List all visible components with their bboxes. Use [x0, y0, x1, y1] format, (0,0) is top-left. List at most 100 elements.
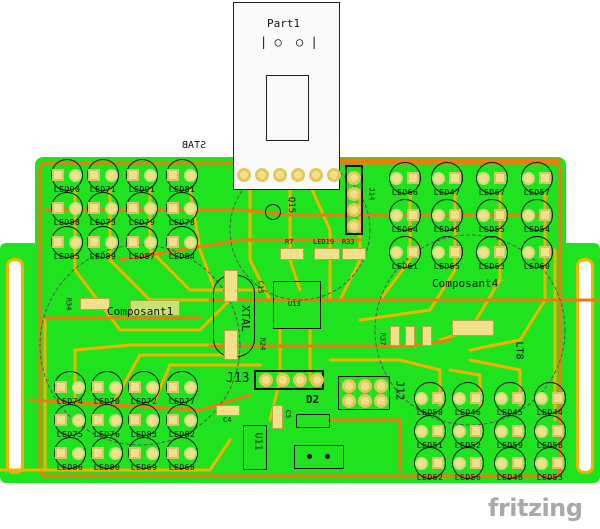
led-led47[interactable]: LED47: [425, 162, 469, 208]
led-led63[interactable]: LED63: [470, 236, 514, 282]
led-outline: [128, 404, 160, 436]
led-led76[interactable]: LED76: [85, 404, 129, 450]
q15-label: Q15: [286, 196, 297, 214]
led-led68[interactable]: LED68: [160, 437, 204, 483]
led-square-pad: [512, 457, 524, 469]
mounting-slot-right: [576, 258, 594, 474]
led-square-pad: [167, 414, 179, 426]
led-led79[interactable]: LED79: [120, 192, 164, 238]
led-label: LED65: [433, 262, 461, 271]
led-led75[interactable]: LED75: [48, 404, 92, 450]
battery-part1[interactable]: Part1 | ○ ○ |: [233, 2, 340, 190]
led-square-pad: [92, 414, 104, 426]
led-led74[interactable]: LED74: [48, 371, 92, 417]
led-outline: [534, 382, 566, 414]
led-square-pad: [512, 392, 524, 404]
led-label: LED55: [478, 225, 506, 234]
led-led58[interactable]: LED58: [528, 415, 572, 461]
led-led52[interactable]: LED52: [446, 415, 490, 461]
led-outline: [128, 371, 160, 403]
led-led53[interactable]: LED53: [528, 447, 572, 493]
led-outline: [51, 192, 83, 224]
chip-u11[interactable]: [243, 425, 267, 470]
c5-pads: [272, 405, 283, 429]
pin: [255, 168, 269, 182]
led-led85[interactable]: LED85: [45, 226, 89, 272]
led-led62[interactable]: LED62: [408, 447, 452, 493]
led-led44[interactable]: LED44: [528, 382, 572, 428]
led-led54[interactable]: LED54: [515, 199, 559, 245]
led-led81[interactable]: LED81: [160, 159, 204, 205]
led-led55[interactable]: LED55: [470, 199, 514, 245]
led-led66[interactable]: LED66: [383, 162, 427, 208]
led-square-pad: [129, 381, 141, 393]
led-led90[interactable]: LED90: [45, 159, 89, 205]
led-led59[interactable]: LED59: [488, 415, 532, 461]
led-led73[interactable]: LED73: [81, 192, 125, 238]
pin: [327, 168, 341, 182]
led-led71[interactable]: LED71: [81, 159, 125, 205]
led-led88[interactable]: LED88: [45, 192, 89, 238]
led-square-pad: [167, 447, 179, 459]
connector-j14[interactable]: [345, 165, 363, 235]
led-outline: [166, 404, 198, 436]
led-outline: [166, 159, 198, 191]
led-outline: [414, 447, 446, 479]
led-led83[interactable]: LED83: [122, 404, 166, 450]
led-label: LED80: [93, 463, 121, 472]
chip-u13[interactable]: [273, 281, 321, 329]
led-label: LED50: [416, 408, 444, 417]
led-outline: [166, 371, 198, 403]
led-square-pad: [539, 209, 551, 221]
led-led57[interactable]: LED57: [515, 162, 559, 208]
led-led89[interactable]: LED89: [81, 226, 125, 272]
transistor-outline: [265, 204, 281, 220]
led-outline: [521, 162, 553, 194]
power-jack[interactable]: [294, 445, 344, 469]
led-led72[interactable]: LED72: [122, 371, 166, 417]
led-led78[interactable]: LED78: [160, 192, 204, 238]
led-led80[interactable]: LED80: [85, 437, 129, 483]
led-round-pad: [453, 425, 466, 438]
led-outline: [389, 236, 421, 268]
led-round-pad: [535, 425, 548, 438]
led-led48[interactable]: LED48: [488, 447, 532, 493]
led-led56[interactable]: LED56: [446, 447, 490, 493]
led-led61[interactable]: LED61: [383, 236, 427, 282]
led-led77[interactable]: LED77: [160, 371, 204, 417]
led-label: LED57: [523, 188, 551, 197]
led-led60[interactable]: LED60: [515, 236, 559, 282]
led-led86[interactable]: LED86: [48, 437, 92, 483]
led-led91[interactable]: LED91: [120, 159, 164, 205]
led-square-pad: [539, 172, 551, 184]
led-led70[interactable]: LED70: [85, 371, 129, 417]
led-round-pad: [390, 209, 403, 222]
led-label: LED67: [478, 188, 506, 197]
led-round-pad: [432, 172, 445, 185]
led-led49[interactable]: LED49: [425, 199, 469, 245]
led-round-pad: [415, 457, 428, 470]
led-led46[interactable]: LED46: [446, 382, 490, 428]
xtal-label: XTAL: [238, 305, 252, 332]
led-led65[interactable]: LED65: [425, 236, 469, 282]
led-outline: [494, 447, 526, 479]
led-outline: [452, 447, 484, 479]
led-led84[interactable]: LED84: [160, 226, 204, 272]
led-label: LED91: [128, 185, 156, 194]
connector-j12[interactable]: [338, 376, 390, 410]
led-square-pad: [55, 447, 67, 459]
led-led45[interactable]: LED45: [488, 382, 532, 428]
led-led67[interactable]: LED67: [470, 162, 514, 208]
led-outline: [91, 437, 123, 469]
c4-pads: [216, 405, 240, 416]
led-led50[interactable]: LED50: [408, 382, 452, 428]
led-square-pad: [432, 457, 444, 469]
led-led69[interactable]: LED69: [122, 437, 166, 483]
led-led87[interactable]: LED87: [120, 226, 164, 272]
led-led64[interactable]: LED64: [383, 199, 427, 245]
led-led82[interactable]: LED82: [160, 404, 204, 450]
led-led51[interactable]: LED51: [408, 415, 452, 461]
connector-j13[interactable]: [254, 370, 324, 390]
led-outline: [452, 382, 484, 414]
led-square-pad: [470, 425, 482, 437]
